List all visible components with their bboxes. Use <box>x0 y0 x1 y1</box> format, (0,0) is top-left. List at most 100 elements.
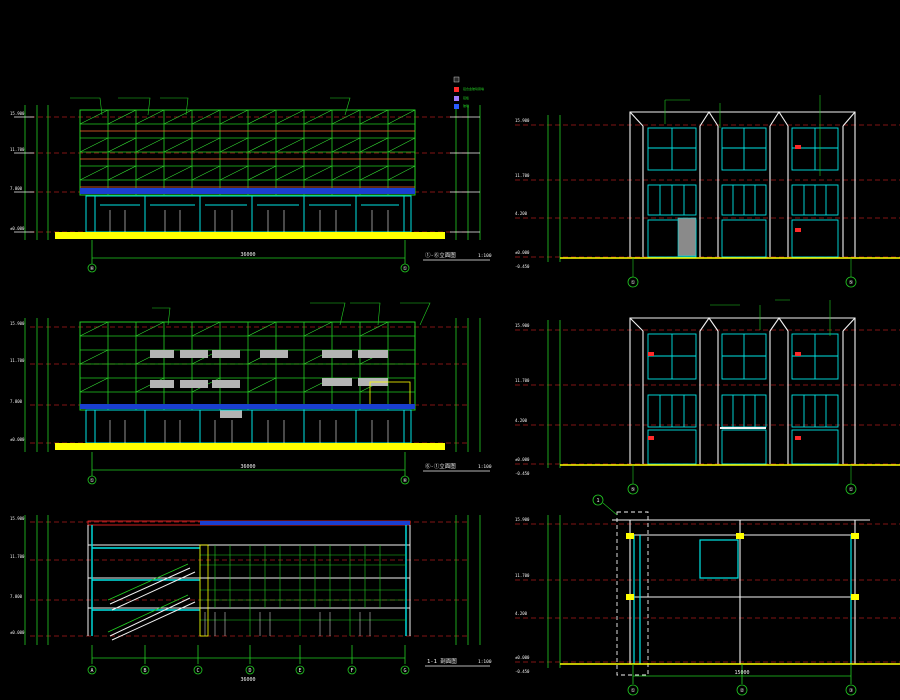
svg-text:①: ① <box>403 266 408 272</box>
svg-text:±0.000: ±0.000 <box>10 226 25 231</box>
blue-band <box>80 188 415 194</box>
svg-text:7.800: 7.800 <box>10 399 23 404</box>
red-markers <box>795 145 801 232</box>
svg-text:7.800: 7.800 <box>10 594 23 599</box>
section-outline <box>87 525 411 636</box>
dimension-ladder-left <box>24 515 49 645</box>
cross-section-view: 1 ① ② ③ 15000 <box>515 494 900 696</box>
windows <box>647 127 839 258</box>
dimension-ladder-left <box>24 318 49 452</box>
svg-text:11.700: 11.700 <box>10 147 25 152</box>
level-elevations: 15.900 11.700 7.800 ±0.000 15.900 11.700… <box>10 111 530 674</box>
red-markers <box>648 352 801 440</box>
svg-text:D: D <box>248 668 251 674</box>
dimension-ladder-left <box>24 105 49 240</box>
svg-text:-0.450: -0.450 <box>515 669 530 674</box>
svg-text:①: ① <box>631 280 636 286</box>
svg-text:15.900: 15.900 <box>515 323 530 328</box>
axis-bubble-right: ⑥ <box>400 475 410 485</box>
svg-text:E: E <box>298 668 301 674</box>
leader-lines <box>664 95 821 176</box>
svg-text:-0.450: -0.450 <box>515 264 530 269</box>
svg-text:⑤: ⑤ <box>849 280 854 286</box>
front-elevation-view: 36000 ⑥ ① 铝合金玻璃幕墙 铝板 玻璃 ①-⑥立面图 1:100 <box>14 76 492 273</box>
curtain-wall-mullions <box>80 322 415 410</box>
svg-text:15.900: 15.900 <box>515 517 530 522</box>
svg-text:⑥: ⑥ <box>90 266 95 272</box>
level-lines <box>515 329 900 465</box>
interior-grid <box>199 545 406 636</box>
svg-text:1:100: 1:100 <box>478 464 492 470</box>
svg-text:4.200: 4.200 <box>515 211 528 216</box>
axis-dimension <box>91 240 406 264</box>
axis-dimension <box>91 452 406 476</box>
svg-text:1:100: 1:100 <box>478 253 492 259</box>
svg-text:15.900: 15.900 <box>10 321 25 326</box>
dimension-ladder <box>547 515 561 668</box>
svg-text:15.900: 15.900 <box>10 516 25 521</box>
svg-text:1:100: 1:100 <box>478 659 492 665</box>
axis-dimension <box>91 645 406 664</box>
view-title: ①-⑥立面图 1:100 <box>423 251 492 261</box>
svg-text:F: F <box>350 668 353 674</box>
svg-text:玻璃: 玻璃 <box>463 103 469 108</box>
svg-text:②: ② <box>740 688 745 694</box>
svg-text:⑥: ⑥ <box>403 478 408 484</box>
svg-text:±0.000: ±0.000 <box>10 437 25 442</box>
section-view: A B C D E F G 36000 1-1 剖面图 1:100 <box>24 515 492 683</box>
floor-nodes <box>626 533 859 600</box>
escalator-rails <box>107 563 189 633</box>
storefront <box>85 409 412 444</box>
svg-text:11.700: 11.700 <box>10 554 25 559</box>
dimension-ladder <box>547 115 561 262</box>
building-outline <box>629 317 856 464</box>
svg-text:11.700: 11.700 <box>515 573 530 578</box>
leader-lines <box>152 302 431 326</box>
level-lines <box>515 523 900 663</box>
section-frame <box>612 519 870 664</box>
section-columns <box>91 525 407 636</box>
svg-text:①: ① <box>631 688 636 694</box>
ground-plinth <box>55 232 445 239</box>
svg-text:-0.450: -0.450 <box>515 471 530 476</box>
level-lines <box>515 124 900 258</box>
svg-text:①-⑥立面图: ①-⑥立面图 <box>425 251 456 259</box>
storefront-glazing <box>109 210 389 232</box>
detail-bubble: 1 <box>592 494 618 516</box>
svg-text:4.200: 4.200 <box>515 418 528 423</box>
storefront-glazing <box>109 420 389 443</box>
total-dimension: 36000 <box>240 252 255 258</box>
material-legend: 铝合金玻璃幕墙 铝板 玻璃 <box>453 76 484 109</box>
dimension-ladder-right <box>455 105 481 240</box>
total-dimension: 36000 <box>240 464 255 470</box>
view-title: ⑥-①立面图 1:100 <box>423 462 492 472</box>
svg-text:11.700: 11.700 <box>515 173 530 178</box>
axis-bubbles: ① ② ③ <box>627 684 857 696</box>
svg-text:15.900: 15.900 <box>10 111 25 116</box>
svg-text:15.900: 15.900 <box>515 118 530 123</box>
svg-text:±0.000: ±0.000 <box>515 250 530 255</box>
core-column <box>199 544 209 637</box>
storefront <box>85 195 412 233</box>
ground-plinth <box>55 443 445 450</box>
svg-text:4.200: 4.200 <box>515 611 528 616</box>
building-outline <box>629 110 856 257</box>
curtain-wall-frame <box>79 109 416 196</box>
svg-text:①: ① <box>849 487 854 493</box>
rear-elevation-view: 36000 ① ⑥ ⑥-①立面图 1:100 <box>24 302 492 485</box>
roof-blue <box>200 521 410 525</box>
axis-bubbles: ⑤ ① <box>627 465 857 495</box>
svg-text:B: B <box>143 668 146 674</box>
interior-windows <box>204 612 371 636</box>
svg-text:1-1 剖面图: 1-1 剖面图 <box>427 657 457 665</box>
svg-text:⑥-①立面图: ⑥-①立面图 <box>425 462 456 470</box>
section-axis-bubbles: A B C D E F G <box>87 665 410 675</box>
svg-text:⑤: ⑤ <box>631 487 636 493</box>
svg-text:③: ③ <box>849 688 854 694</box>
facade-accent-lines <box>80 130 415 188</box>
axis-bubbles: ① ⑤ <box>627 258 857 288</box>
svg-text:±0.000: ±0.000 <box>515 457 530 462</box>
svg-text:±0.000: ±0.000 <box>515 655 530 660</box>
svg-text:11.700: 11.700 <box>515 378 530 383</box>
